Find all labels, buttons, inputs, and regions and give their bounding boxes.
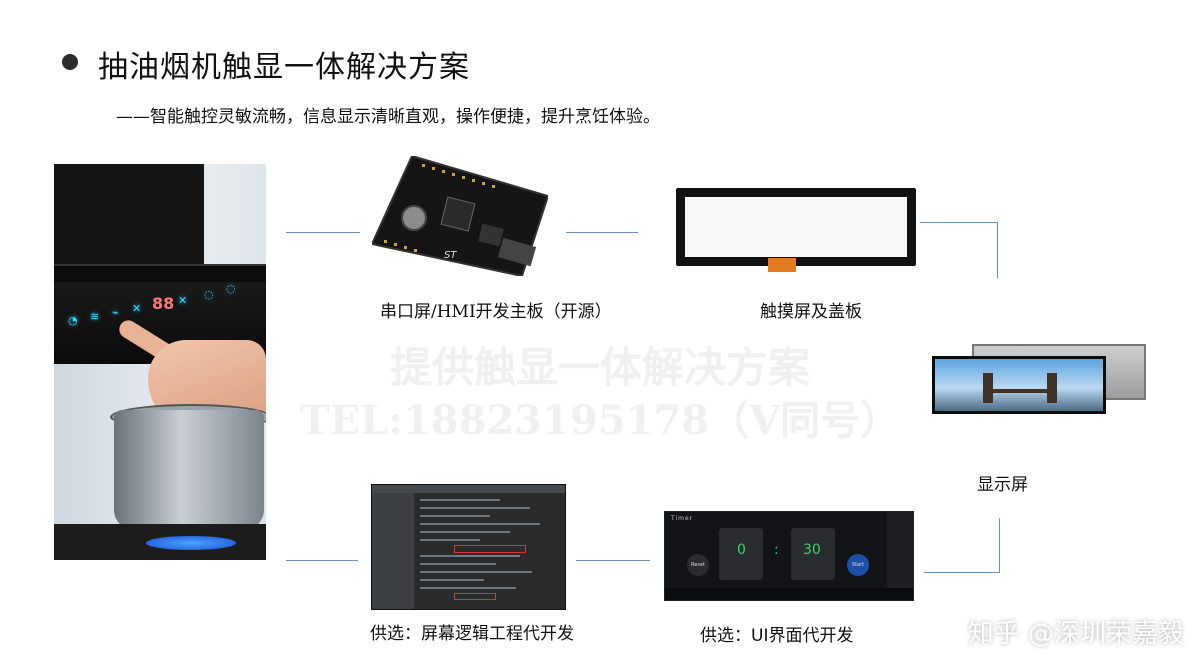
footer-watermark: 知乎 @深圳荣嘉毅 (967, 619, 1184, 649)
connector-ui-display-v (999, 518, 1000, 573)
connector-touch-display-v (997, 222, 998, 278)
connector-editor-ui (576, 560, 650, 561)
connector-ui-display-h (924, 572, 1000, 573)
hood-digit-display: 88 (152, 294, 175, 313)
code-editor-screenshot (371, 484, 566, 610)
ui-timer-title: Timer (671, 515, 694, 522)
page-subtitle: ——智能触控灵敏流畅，信息显示清晰直观，操作便捷，提升烹饪体验。 (116, 107, 660, 127)
svg-text:ST: ST (444, 250, 457, 261)
connector-hood-board (286, 232, 360, 233)
caption-board: 串口屏/HMI开发主板（开源） (380, 302, 612, 322)
page-title: 抽油烟机触显一体解决方案 (98, 50, 470, 85)
ui-start-button: Start (847, 554, 869, 576)
hmi-board-image: ST (372, 156, 548, 276)
caption-logic-dev: 供选：屏幕逻辑工程代开发 (370, 624, 574, 644)
caption-touch-panel: 触摸屏及盖板 (760, 302, 862, 322)
ui-reset-button: Reset (687, 554, 709, 576)
watermark-line2: TEL:18823195178（V同号） (299, 397, 901, 444)
caption-ui-dev: 供选：UI界面代开发 (700, 626, 854, 646)
title-bullet (62, 54, 78, 70)
caption-display: 显示屏 (977, 475, 1028, 495)
touch-panel-fpc (768, 258, 796, 272)
watermark-line1: 提供触显一体解决方案 (389, 343, 810, 392)
ui-timer-right-value: 30 (803, 542, 821, 558)
connector-hood-editor (286, 560, 358, 561)
touch-panel-image (676, 188, 916, 266)
ui-timer-left-value: 0 (737, 542, 746, 558)
connector-touch-display-h (920, 222, 998, 223)
range-hood-photo: ◔ ≋ ⌁ ✕ 88 ✕ ◌ ◌ (54, 164, 266, 560)
display-front-image (932, 356, 1106, 414)
ui-timer-screenshot: Timer Reset 0 : 30 Start (664, 511, 914, 601)
connector-board-touch (566, 232, 638, 233)
